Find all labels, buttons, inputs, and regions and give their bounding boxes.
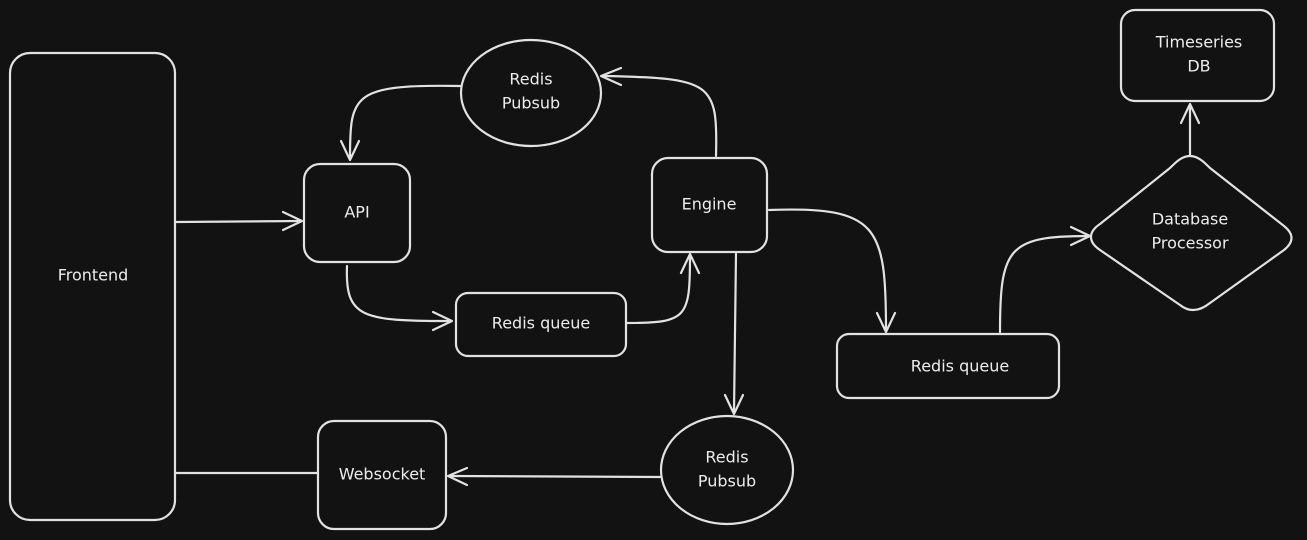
- arrowhead-engine-to-redis-queue-db: [875, 311, 897, 334]
- edge-redis-pubsub-bottom-to-websocket: [448, 474, 662, 479]
- edge-engine-to-redis-pubsub-top: [601, 74, 718, 158]
- arrowhead-redis-pubsub-bottom-to-websocket: [446, 466, 469, 487]
- frontend-label: Frontend: [58, 266, 129, 285]
- arrowhead-database-processor-to-timeseries-db: [1179, 102, 1201, 125]
- arrowhead-engine-to-redis-pubsub-top: [599, 66, 623, 87]
- arrowhead-redis-queue-to-engine: [679, 252, 701, 275]
- edge-engine-to-redis-pubsub-bottom: [732, 252, 738, 414]
- engine-label: Engine: [682, 195, 737, 214]
- edge-redis-queue-db-to-database-processor: [998, 234, 1090, 334]
- timeseries-db-label-line2: DB: [1187, 57, 1210, 76]
- edges: [174, 66, 1201, 487]
- arrowhead-api-to-redis-queue: [431, 310, 454, 332]
- redis-pubsub-top-label-line1: Redis: [509, 70, 552, 89]
- redis-pubsub-top-label-line2: Pubsub: [502, 94, 560, 113]
- api-label: API: [344, 203, 369, 222]
- websocket-label: Websocket: [339, 465, 426, 484]
- edge-frontend-to-api: [174, 219, 302, 224]
- engine-node: Engine: [650, 156, 769, 254]
- database-processor-node: Database Processor: [1089, 154, 1293, 312]
- websocket-node: Websocket: [316, 419, 448, 531]
- redis-pubsub-bottom-node: Redis Pubsub: [659, 414, 795, 526]
- edge-engine-to-redis-queue-db: [767, 208, 888, 332]
- redis-pubsub-bottom-label-line1: Redis: [705, 448, 748, 467]
- redis-queue-api-label: Redis queue: [492, 314, 590, 333]
- timeseries-db-node: Timeseries DB: [1119, 8, 1276, 103]
- api-node: API: [302, 162, 412, 264]
- redis-queue-api-node: Redis queue: [454, 291, 628, 358]
- frontend-node: Frontend: [8, 51, 177, 522]
- edge-api-to-redis-queue: [345, 264, 452, 323]
- edge-redis-queue-to-engine: [625, 254, 692, 325]
- redis-pubsub-bottom-label-line2: Pubsub: [698, 472, 756, 491]
- arrowhead-frontend-to-api: [281, 210, 304, 232]
- edge-redis-pubsub-top-to-api: [348, 84, 462, 160]
- arrowhead-engine-to-redis-pubsub-bottom: [723, 393, 745, 416]
- redis-queue-db-label: Redis queue: [911, 357, 1009, 376]
- database-processor-label-line2: Processor: [1151, 234, 1228, 253]
- database-processor-label-line1: Database: [1152, 210, 1228, 229]
- arrowhead-redis-pubsub-top-to-api: [339, 139, 361, 162]
- timeseries-db-label-line1: Timeseries: [1155, 33, 1243, 52]
- redis-queue-db-node: Redis queue: [835, 332, 1061, 400]
- redis-pubsub-top-node: Redis Pubsub: [459, 38, 603, 148]
